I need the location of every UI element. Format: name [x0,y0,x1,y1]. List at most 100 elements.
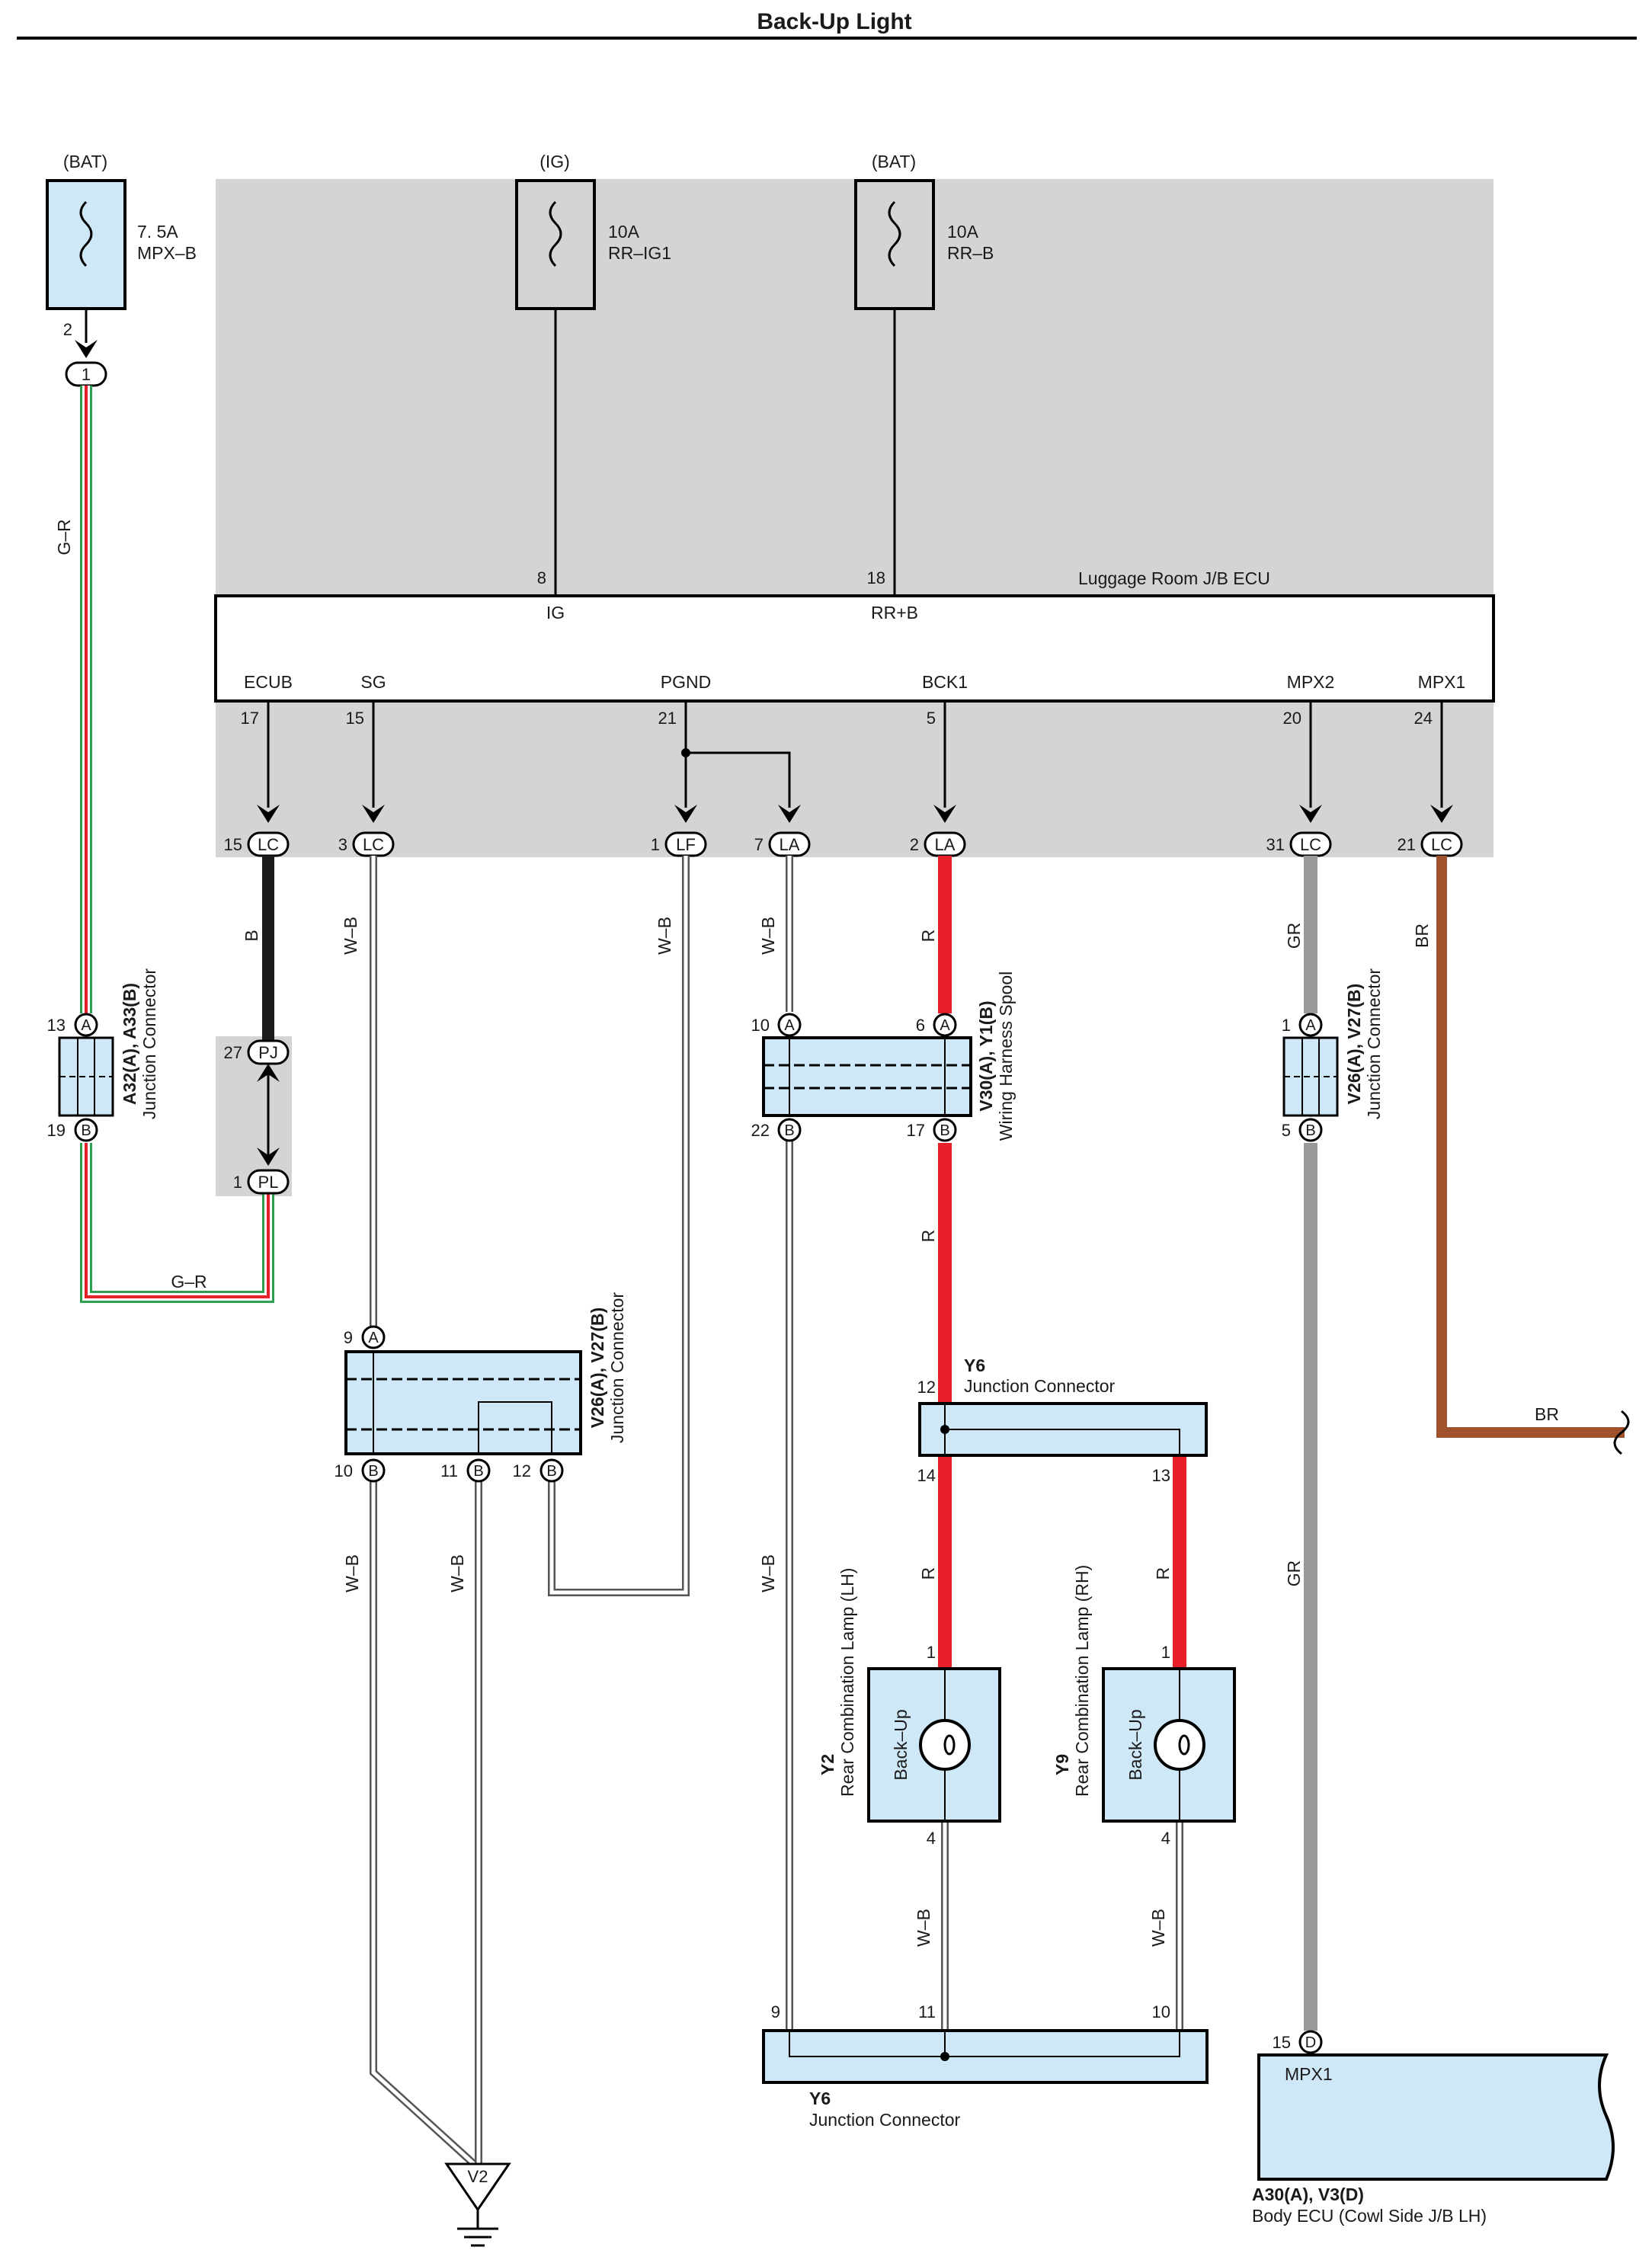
ecu-pin-mpx1: 24 [1414,709,1433,728]
y6-top-pin-in: 12 [917,1378,936,1397]
v26r-label-name: Junction Connector [1364,968,1384,1120]
fuse3-name: RR–B [947,243,994,263]
ecu-pin-ecub: 17 [241,709,259,728]
wire-label-gr-bottom: G–R [171,1272,206,1292]
svg-text:LC: LC [363,835,384,854]
ecu-term-mpx2: MPX2 [1287,672,1335,692]
svg-text:LC: LC [1300,835,1321,854]
y6-bottom-pin-9: 9 [771,2002,780,2021]
page-title: Back-Up Light [757,9,911,34]
wire-w-b-group [370,856,1183,2167]
y6-bottom-id: Y6 [809,2089,831,2108]
ecu-term-ecub: ECUB [244,672,293,692]
wire-label-r1: R [918,930,938,943]
svg-text:A: A [368,1330,379,1346]
ecu-term-ig: IG [546,603,565,623]
svg-text:B: B [784,1122,794,1139]
lamp-lh-pin-out: 4 [927,1829,936,1848]
svg-text:PL: PL [258,1173,279,1192]
pl-connector [247,1169,290,1195]
fuse2-icon [549,200,562,267]
lamp-rh-pin-out: 4 [1161,1829,1170,1848]
fuse1-name: MPX–B [137,243,197,263]
fuse3-icon [888,200,901,267]
v26r-label-id: V26(A), V27(B) [1344,984,1364,1104]
lamp-lh-pin-in: 1 [927,1643,936,1662]
a32-label-name: Junction Connector [139,968,159,1120]
fuse3-source: (BAT) [872,152,916,171]
lamp-rh-name: Rear Combination Lamp (RH) [1072,1565,1092,1797]
wire-label-wb-y6: W–B [758,1554,778,1592]
v26l-pin-a: 9 [344,1328,353,1347]
wire-label-wb-pgnd: W–B [655,917,674,955]
svg-text:A: A [940,1017,950,1034]
wire-label-br1: BR [1412,923,1432,948]
svg-text:A: A [784,1017,795,1034]
y6-top-name: Junction Connector [964,1376,1116,1396]
v30-label-id: V30(A), Y1(B) [976,1000,996,1111]
y6-top-id: Y6 [964,1356,985,1375]
wire-label-r2: R [918,1230,938,1243]
lamp-lh-bulb-label: Back–Up [891,1709,911,1780]
v26l-pin-b12: 12 [513,1461,531,1480]
body-ecu-conn: D [1305,2034,1316,2051]
svg-text:LC: LC [1431,835,1452,854]
svg-text:PJ: PJ [258,1043,278,1062]
ecu-term-sg: SG [360,672,386,692]
ecu-pin-pgnd: 21 [658,709,677,728]
fuse3-rating: 10A [947,222,979,242]
v26r-pin-b: 5 [1282,1121,1291,1140]
wire-label-wb-la: W–B [758,917,778,955]
ecu-box [214,594,1495,703]
svg-text:A: A [1305,1017,1316,1034]
internal-leads [267,701,1443,808]
ecu-term-pgnd: PGND [661,672,711,692]
wire-label-wb-sg: W–B [341,917,360,955]
svg-text:B: B [473,1463,483,1480]
connector-arrows [257,805,1453,823]
svg-text:7: 7 [754,835,764,854]
connector-row: LC 15 LC 3 LF 1 LA 7 LA 2 LC 31 LC 21 [224,831,1463,857]
v26r-pin-a: 1 [1282,1016,1291,1035]
v30-label-name: Wiring Harness Spool [996,971,1016,1141]
y6-bottom-name: Junction Connector [809,2110,961,2130]
wire-br [1436,856,1625,1438]
fuse1-pin: 2 [63,320,72,339]
y6-top-pin-out2: 13 [1152,1466,1170,1485]
v26l-pin-b10: 10 [335,1461,353,1480]
v30-pin-b2: 17 [907,1121,925,1140]
svg-text:B: B [368,1463,378,1480]
fuse1-icon [79,200,93,267]
wire-br-continuation-icon [1613,1410,1630,1455]
wire-label-wb-lh: W–B [914,1909,933,1947]
fuse2-rating: 10A [608,222,640,242]
fuse2-name: RR–IG1 [608,243,671,263]
body-ecu-terminal: MPX1 [1285,2064,1333,2084]
wire-label-gr2: GR [1284,1560,1304,1587]
ecu-name: Luggage Room J/B ECU [1078,568,1270,588]
ground-v2: V2 [444,2162,511,2247]
y6-bottom-pin-10: 10 [1152,2002,1170,2021]
ecu-term-rrb: RR+B [871,603,918,623]
wire-label-r4: R [1153,1567,1173,1580]
svg-text:21: 21 [1397,835,1416,854]
lamp-rh-id: Y9 [1052,1754,1072,1775]
svg-text:31: 31 [1266,835,1285,854]
a32-junction-box [58,1036,114,1117]
svg-text:LC: LC [258,835,279,854]
svg-text:15: 15 [224,835,242,854]
svg-text:3: 3 [338,835,347,854]
svg-text:LF: LF [676,835,696,854]
a32-pin-b: 19 [47,1121,66,1140]
a32-label-id: A32(A), A33(B) [120,983,139,1105]
svg-text:1: 1 [233,1173,242,1192]
svg-text:LA: LA [780,835,800,854]
wire-label-r3: R [918,1567,938,1580]
wire-label-wb-gnd1: W–B [342,1554,362,1592]
lamp-lh-id: Y2 [818,1754,837,1775]
wire-r [938,856,1186,1669]
wire-label-br2: BR [1535,1404,1559,1424]
v30-spool-box [762,1036,972,1117]
ecu-pin-rrb: 18 [867,568,885,587]
